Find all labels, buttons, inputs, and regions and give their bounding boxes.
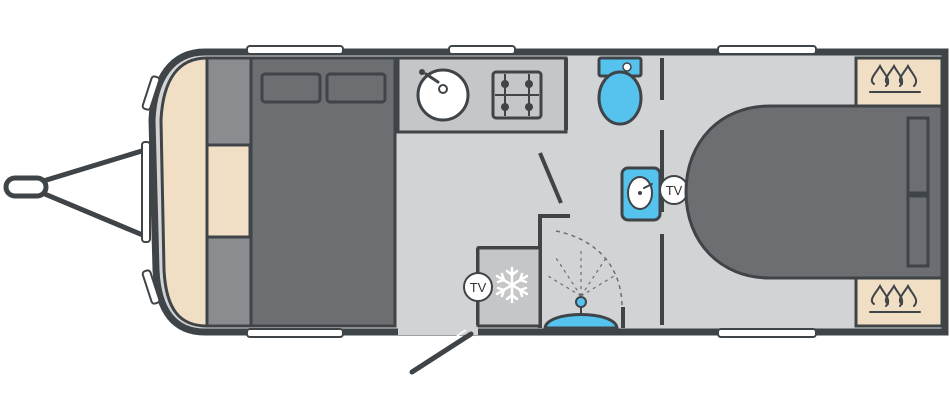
fridge	[476, 246, 542, 328]
rear-headboard	[906, 194, 930, 268]
front-bed-pillow	[260, 72, 322, 104]
pillow-icon	[869, 63, 921, 93]
tv-rear-label: TV	[666, 183, 683, 198]
tv-front-marker: TV	[463, 272, 493, 302]
front-seating	[159, 56, 252, 328]
window	[717, 328, 817, 338]
rear-bedside-top	[854, 56, 944, 108]
window	[717, 45, 817, 55]
toilet-icon	[597, 56, 643, 126]
washbasin-icon	[620, 166, 662, 222]
rear-bed	[684, 104, 944, 280]
tv-rear-marker: TV	[659, 175, 689, 205]
pillow-icon	[869, 283, 921, 313]
snowflake-icon	[495, 266, 529, 304]
front-bed-pillow	[325, 72, 387, 104]
window	[448, 45, 516, 55]
window	[141, 141, 151, 243]
window	[246, 45, 344, 55]
rear-headboard	[906, 116, 930, 195]
front-cushion	[205, 143, 252, 239]
window	[141, 75, 161, 111]
window	[141, 269, 161, 305]
entrance-door	[398, 327, 478, 375]
shower-icon	[543, 230, 623, 330]
windows	[141, 45, 817, 338]
kitchen-counter	[396, 56, 568, 134]
front-bed	[249, 56, 397, 328]
sink-icon	[416, 68, 470, 122]
hob-icon	[491, 70, 543, 120]
tow-hitch	[3, 147, 148, 239]
rear-bedside-bottom	[854, 276, 944, 328]
tv-front-label: TV	[470, 280, 487, 295]
window	[246, 328, 344, 338]
